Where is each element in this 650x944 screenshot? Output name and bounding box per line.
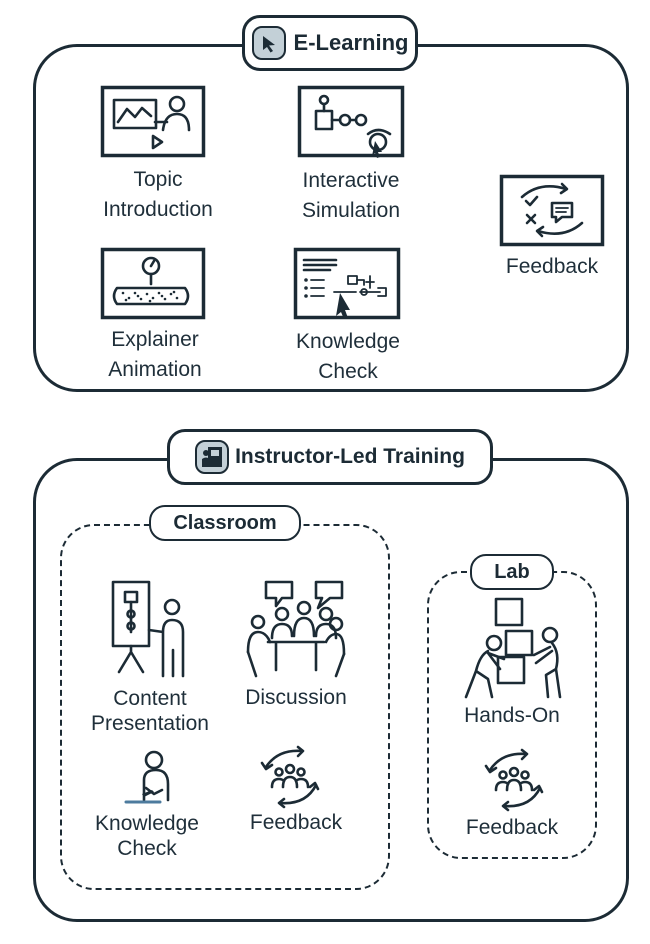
- discussion-icon: [246, 580, 346, 678]
- label-content-presentation: Content Presentation: [91, 687, 209, 735]
- hands-on-icon: [464, 597, 562, 699]
- label-explainer-animation: Explainer Animation: [108, 328, 202, 381]
- label-knowledge-check-elearning: Knowledge Check: [296, 330, 400, 383]
- ilt-title: Instructor-Led Training: [235, 445, 465, 468]
- interactive-simulation-icon: [297, 85, 405, 158]
- presentation-screen-icon: [100, 85, 206, 158]
- label-discussion: Discussion: [245, 686, 347, 709]
- classroom-tag: Classroom: [149, 505, 301, 541]
- ilt-title-tag: Instructor-Led Training: [167, 429, 493, 485]
- feedback-screen-icon: [499, 174, 605, 247]
- lab-title: Lab: [494, 560, 530, 583]
- group-feedback-icon: [260, 745, 320, 809]
- elearning-title: E-Learning: [293, 30, 409, 55]
- presenter-icon: [111, 580, 185, 678]
- elearning-title-tag: E-Learning: [242, 15, 418, 71]
- label-hands-on: Hands-On: [464, 704, 560, 727]
- label-knowledge-check-classroom: Knowledge Check: [95, 812, 199, 860]
- writing-test-icon: [124, 750, 170, 804]
- classroom-title: Classroom: [173, 511, 277, 534]
- group-feedback-icon: [484, 748, 544, 812]
- cursor-icon: [251, 26, 286, 60]
- label-feedback-lab: Feedback: [465, 816, 559, 839]
- pipe-gauge-icon: [100, 247, 206, 320]
- label-interactive-simulation: Interactive Simulation: [301, 169, 401, 222]
- label-feedback-classroom: Feedback: [249, 811, 343, 834]
- lab-tag: Lab: [470, 554, 554, 590]
- knowledge-check-screen-icon: [293, 247, 401, 320]
- label-feedback-elearning: Feedback: [505, 255, 599, 278]
- instructor-icon: [195, 440, 230, 474]
- label-topic-introduction: Topic Introduction: [103, 168, 213, 221]
